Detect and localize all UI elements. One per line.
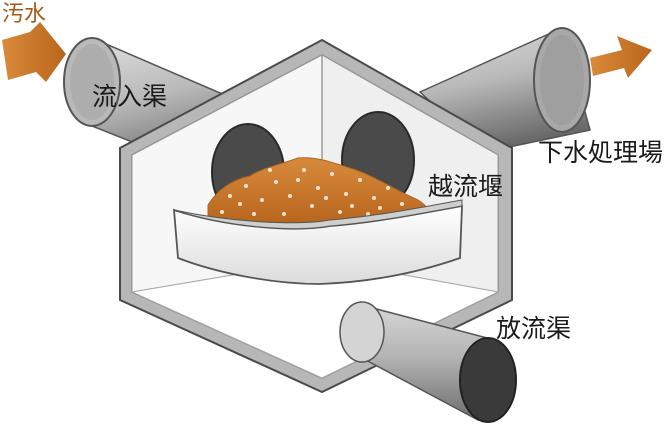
discharge-channel-label: 放流渠: [496, 314, 572, 343]
sewage-mass: [207, 157, 431, 223]
inflow-channel-label: 流入渠: [92, 82, 168, 111]
sewage-label: 汚水: [2, 2, 47, 27]
discharge-channel-pipe: [339, 301, 517, 423]
treatment-plant-label: 下水処理場: [538, 138, 664, 167]
overflow-weir-top-edge: [173, 199, 463, 230]
overflow-weir-label: 越流堰: [428, 172, 504, 201]
sewage-inflow-arrow: [2, 22, 66, 82]
treatment-outflow-arrow: [590, 36, 652, 78]
